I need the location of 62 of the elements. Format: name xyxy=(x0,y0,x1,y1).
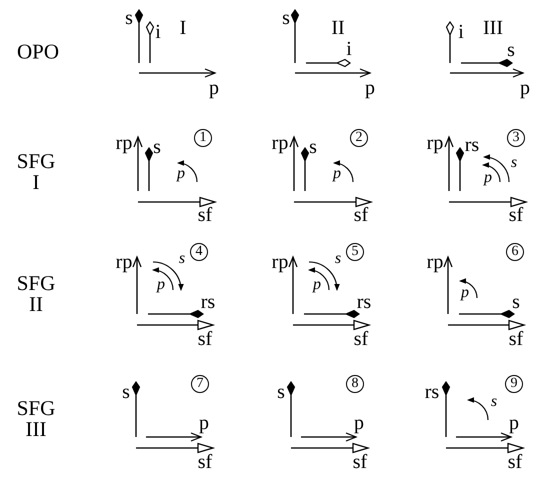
case-numeral: II xyxy=(331,18,345,38)
rotation-label: p xyxy=(484,170,492,186)
polarization-label: rs xyxy=(424,382,440,402)
circled-number: 9 xyxy=(505,375,523,393)
polarization-label: s xyxy=(153,137,161,157)
polarization-label: s xyxy=(309,137,317,157)
polarization-label: s xyxy=(125,8,133,28)
polarization-label: sf xyxy=(198,452,212,472)
rotation-label: p xyxy=(313,277,321,293)
circled-number: 4 xyxy=(190,243,208,261)
polarization-label: p xyxy=(209,78,219,98)
polarization-label: s xyxy=(507,40,515,60)
polarization-label: rp xyxy=(272,133,288,153)
case-numeral: I xyxy=(180,18,186,38)
circled-number: 7 xyxy=(191,375,209,393)
polarization-label: rp xyxy=(426,252,444,272)
polarization-label: p xyxy=(365,78,375,98)
polarization-label: s xyxy=(122,382,130,402)
rotation-label: p xyxy=(333,166,341,182)
row-heading: OPO xyxy=(17,42,59,62)
polarization-label: rs xyxy=(356,292,372,312)
polarization-label: rp xyxy=(116,133,132,153)
polarization-label: p xyxy=(354,413,364,433)
polarization-label: sf xyxy=(354,329,368,349)
polarization-label: s xyxy=(282,8,290,28)
rotation-label: s xyxy=(334,251,342,267)
polarization-label: rp xyxy=(116,252,132,272)
polarization-label: sf xyxy=(198,329,212,349)
circled-number: 2 xyxy=(350,129,368,147)
case-numeral: III xyxy=(483,18,503,38)
row-heading: SFG III xyxy=(16,398,56,440)
rotation-label: p xyxy=(177,166,185,182)
circled-number: 6 xyxy=(506,243,524,261)
polarization-label: rp xyxy=(272,252,288,272)
polarization-label: i xyxy=(346,39,352,59)
circled-number: 5 xyxy=(346,243,364,261)
polarization-label: sf xyxy=(508,205,524,225)
polarization-label: sf xyxy=(508,329,524,349)
rotation-label: s xyxy=(490,394,498,410)
row-heading: SFG I xyxy=(16,151,56,193)
polarization-label: sf xyxy=(354,205,368,225)
rotation-label: s xyxy=(178,251,186,267)
rotation-label: p xyxy=(461,285,469,301)
polarization-label: rp xyxy=(426,133,444,153)
circled-number: 8 xyxy=(346,375,364,393)
polarization-label: rs xyxy=(464,135,480,155)
polarization-label: sf xyxy=(352,452,368,472)
polarization-label: sf xyxy=(508,452,522,472)
circled-number: 3 xyxy=(507,129,525,147)
polarization-label: p xyxy=(520,78,530,98)
circled-number: 1 xyxy=(194,129,212,147)
polarization-label: sf xyxy=(198,205,212,225)
row-heading: SFG II xyxy=(16,273,56,315)
rotation-label: p xyxy=(157,277,165,293)
polarization-label: i xyxy=(155,22,161,42)
rotation-label: s xyxy=(510,155,518,171)
polarization-label: rs xyxy=(200,292,216,312)
polarization-label: s xyxy=(512,292,520,312)
polarization-label: p xyxy=(509,413,519,433)
polarization-label: p xyxy=(199,413,209,433)
polarization-label: s xyxy=(277,382,285,402)
polarization-label: i xyxy=(458,22,464,42)
